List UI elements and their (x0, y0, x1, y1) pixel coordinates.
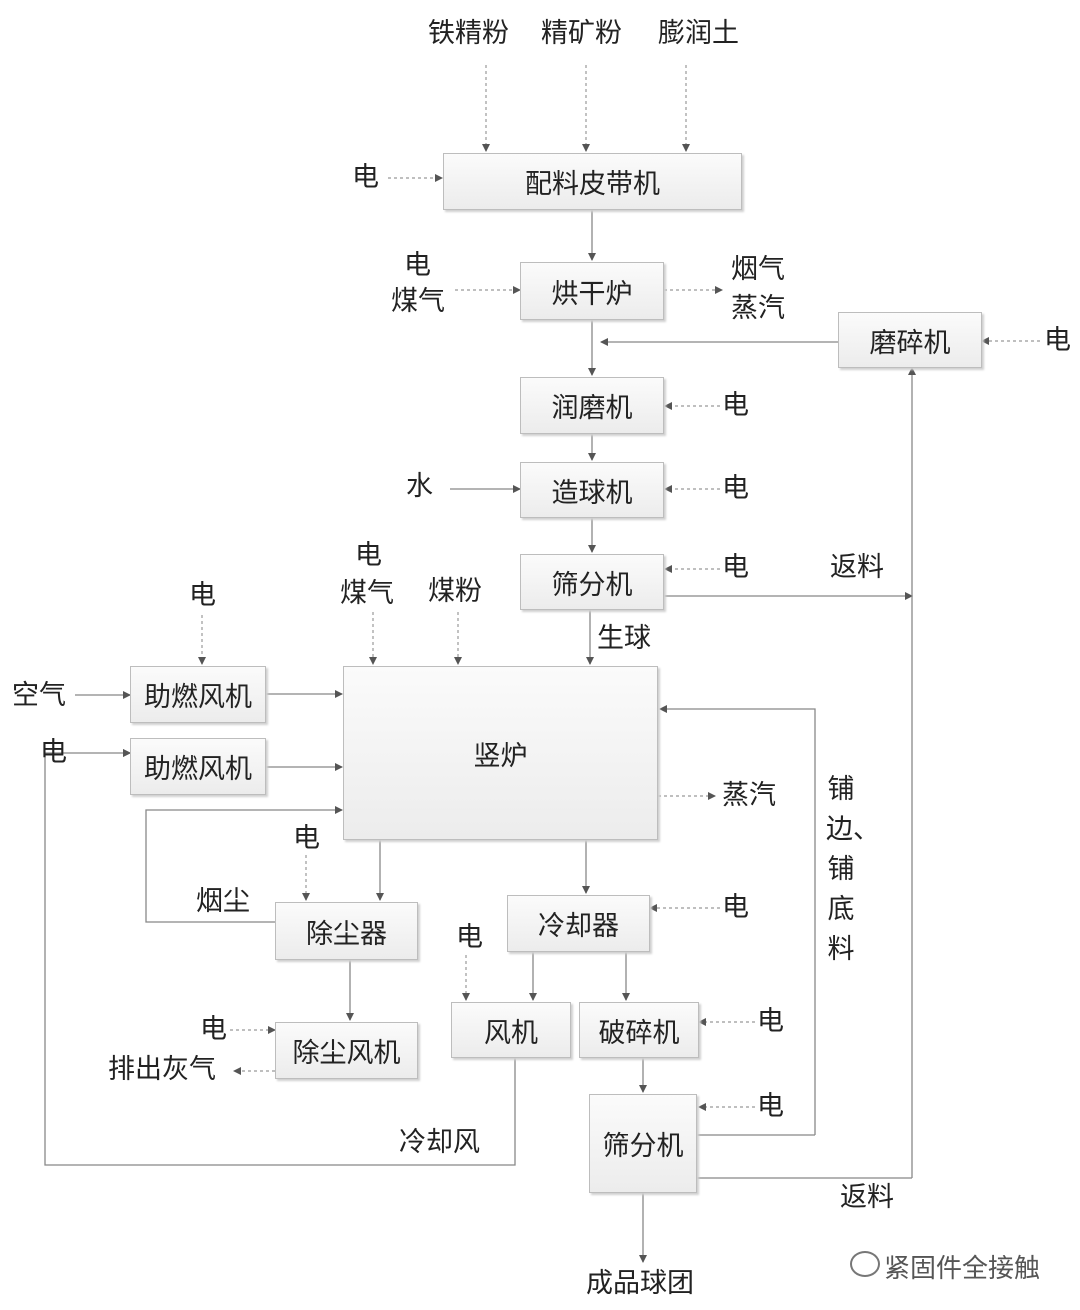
combustion-fan-1-box: 助燃风机 (130, 666, 266, 723)
elec-furnace-label: 电 (355, 540, 382, 571)
return-bottom-label: 返料 (840, 1182, 894, 1213)
screen-top-box: 筛分机 (520, 554, 664, 610)
elec-cooler-label: 电 (722, 892, 749, 923)
crusher-box: 破碎机 (579, 1002, 699, 1058)
smoke-dust-label: 烟尘 (196, 886, 250, 917)
fan-box: 风机 (451, 1002, 571, 1058)
cooler-box: 冷却器 (507, 895, 650, 952)
shaft-furnace-box: 竖炉 (343, 666, 658, 840)
grinder-box: 磨碎机 (838, 312, 982, 368)
wet-mill-box: 润磨机 (520, 377, 664, 434)
return-top-label: 返料 (830, 552, 884, 583)
steam-dryer-label: 蒸汽 (731, 293, 785, 324)
elec-dust-label: 电 (293, 823, 320, 854)
elec-dust-fan-label: 电 (200, 1014, 227, 1045)
flue-gas-label: 烟气 (731, 254, 785, 285)
iron-concentrate-label: 铁精粉 (428, 18, 509, 49)
coal-powder-label: 煤粉 (428, 576, 482, 607)
elec-fan-label: 电 (456, 922, 483, 953)
elec-screen-bottom-label: 电 (757, 1091, 784, 1122)
elec-dryer-label: 电 (404, 250, 431, 281)
dust-collector-box: 除尘器 (275, 902, 418, 960)
steam-furnace-label: 蒸汽 (722, 780, 776, 811)
exhaust-label: 排出灰气 (108, 1054, 216, 1085)
elec-pelletizer-label: 电 (722, 473, 749, 504)
pelletizer-box: 造球机 (520, 462, 664, 518)
elec-fan2-label: 电 (40, 737, 67, 768)
elec-grinder-label: 电 (1044, 325, 1071, 356)
bentonite-label: 膨润土 (658, 18, 739, 49)
batching-belt-box: 配料皮带机 (443, 153, 742, 210)
dryer-box: 烘干炉 (520, 262, 664, 320)
elec-wet-mill-label: 电 (722, 390, 749, 421)
paving-material-label: 铺边、铺底料 (826, 774, 880, 965)
elec-batching-label: 电 (352, 162, 379, 193)
green-pellet-label: 生球 (597, 623, 651, 654)
wechat-icon (850, 1251, 880, 1277)
gas-dryer-label: 煤气 (391, 286, 445, 317)
elec-screen-top-label: 电 (722, 552, 749, 583)
cooling-air-label: 冷却风 (399, 1127, 480, 1158)
elec-fan1-label: 电 (189, 580, 216, 611)
product-label: 成品球团 (586, 1268, 694, 1299)
water-label: 水 (406, 471, 433, 502)
elec-crusher-label: 电 (757, 1006, 784, 1037)
concentrate-powder-label: 精矿粉 (541, 18, 622, 49)
air-label: 空气 (12, 680, 66, 711)
combustion-fan-2-box: 助燃风机 (130, 738, 266, 795)
watermark-text: 紧固件全接触 (884, 1254, 1041, 1284)
gas-furnace-label: 煤气 (340, 578, 394, 609)
screen-bottom-box: 筛分机 (589, 1094, 697, 1193)
dust-fan-box: 除尘风机 (275, 1022, 418, 1079)
